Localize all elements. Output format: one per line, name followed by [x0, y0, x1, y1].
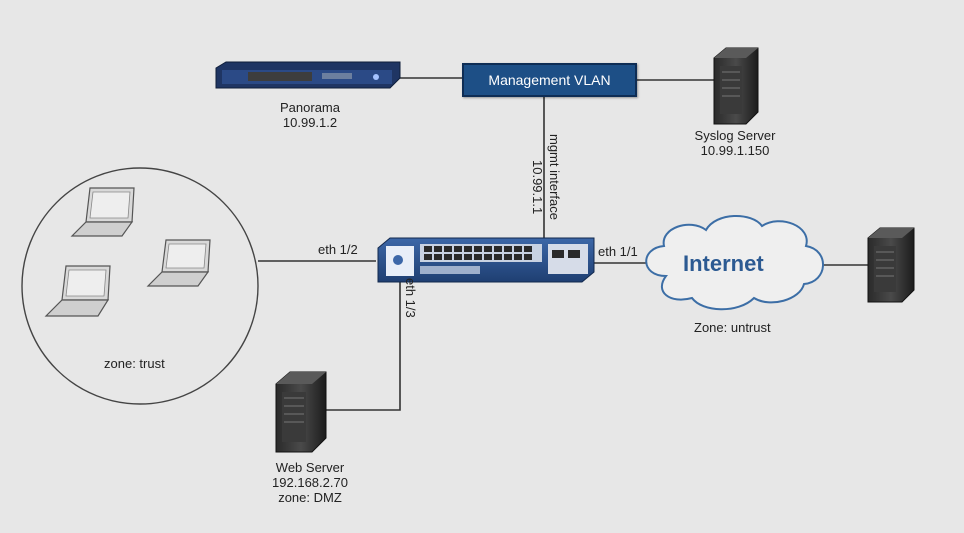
- web-server-zone: zone: DMZ: [278, 490, 342, 505]
- laptop-icon: [44, 265, 111, 317]
- web-server-label-group: Web Server 192.168.2.70 zone: DMZ: [250, 460, 370, 505]
- eth12-label: eth 1/2: [318, 242, 358, 257]
- web-server-ip: 192.168.2.70: [272, 475, 348, 490]
- eth11-label: eth 1/1: [598, 244, 638, 259]
- web-server-name: Web Server: [275, 460, 345, 475]
- laptop-icon: [146, 239, 211, 287]
- panorama-name: Panorama: [280, 100, 340, 115]
- syslog-server-ip: 10.99.1.150: [700, 143, 770, 158]
- management-vlan-box: Management VLAN: [462, 63, 637, 97]
- management-vlan-label: Management VLAN: [488, 72, 611, 88]
- mgmt-interface-ip: 10.99.1.1: [530, 160, 545, 215]
- laptop-icon: [70, 187, 135, 237]
- web-server-icon: [275, 371, 327, 453]
- trust-zone-circle: [21, 167, 259, 405]
- panorama-appliance-icon: [215, 61, 401, 89]
- firewall-appliance-icon: [377, 237, 595, 283]
- trust-zone-label: zone: trust: [104, 356, 165, 371]
- internet-cloud-icon: [645, 214, 824, 311]
- eth13-link: [326, 282, 401, 411]
- syslog-server-icon: [713, 47, 759, 125]
- untrust-zone-label: Zone: untrust: [694, 320, 771, 335]
- mgmt-interface-label: mgmt interface: [547, 134, 562, 220]
- panorama-label-group: Panorama 10.99.1.2: [255, 100, 365, 130]
- panorama-ip: 10.99.1.2: [282, 115, 338, 130]
- eth13-label: eth 1/3: [403, 278, 418, 318]
- syslog-label-group: Syslog Server 10.99.1.150: [680, 128, 790, 158]
- connection-lines: [258, 77, 868, 411]
- internet-server-icon: [867, 227, 915, 303]
- syslog-server-name: Syslog Server: [694, 128, 776, 143]
- internet-label: Internet: [683, 251, 764, 276]
